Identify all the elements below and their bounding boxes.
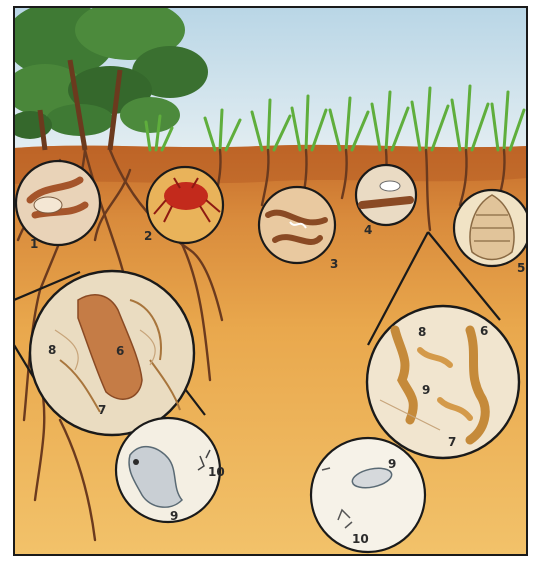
circle-5-shell [454,190,530,266]
circle-3-nematode [259,187,335,263]
label-right-8: 8 [418,325,426,339]
circle-1-mite [16,161,100,245]
label-5: 5 [517,261,525,275]
circle-2-red-mite [147,167,223,243]
label-4: 4 [364,223,372,237]
circle-protozoa-left [116,418,220,522]
label-left-9: 9 [170,509,178,523]
label-right-7: 7 [448,435,456,449]
label-right-9-small: 9 [388,457,396,471]
label-left-6: 6 [116,344,124,358]
label-left-7: 7 [98,403,106,417]
label-1: 1 [30,237,38,251]
label-left-8: 8 [48,343,56,357]
label-right-9: 9 [422,383,430,397]
label-2: 2 [144,229,152,243]
label-right-10: 10 [352,532,369,546]
circle-4-springtail [356,165,416,225]
circle-root-microbes-right [367,306,519,458]
label-right-6: 6 [480,324,488,338]
label-3: 3 [330,257,338,271]
label-left-10: 10 [208,465,225,479]
